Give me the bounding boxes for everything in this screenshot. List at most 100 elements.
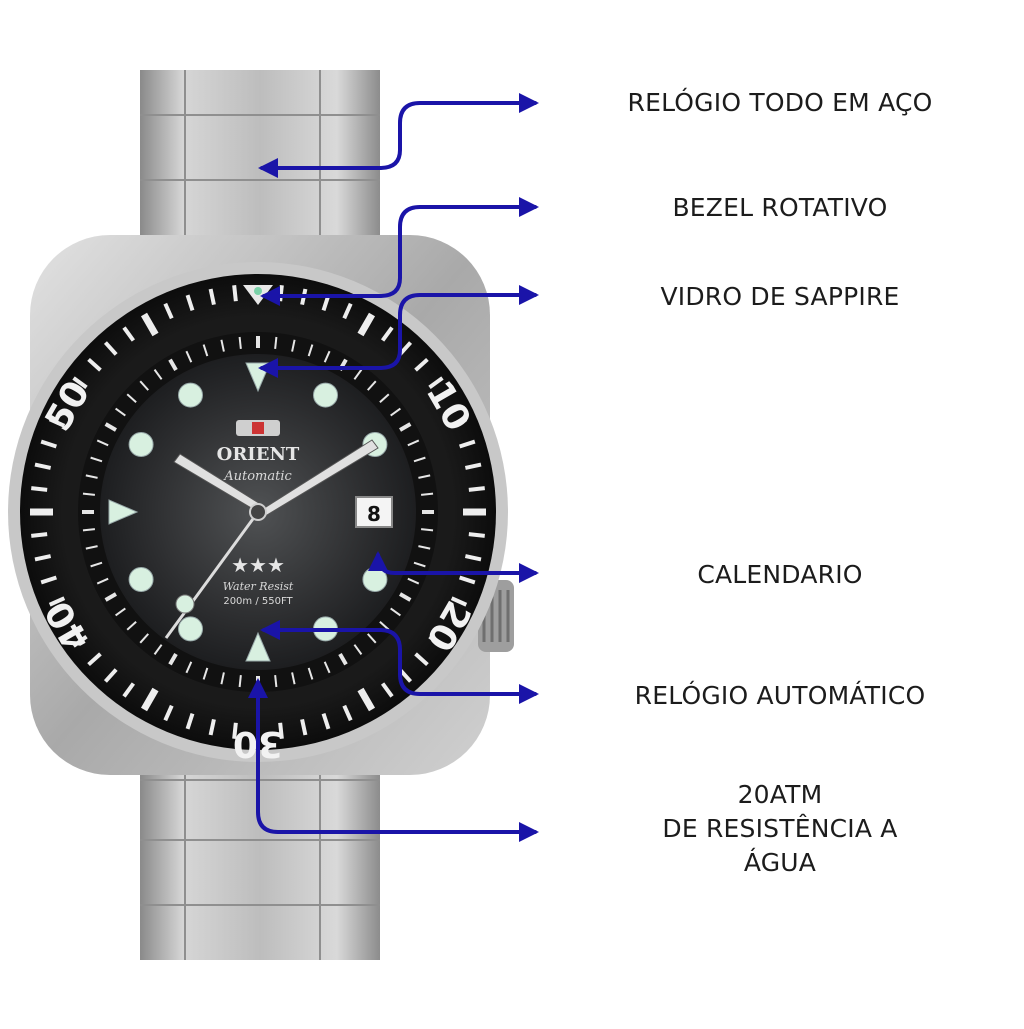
minute-tick [399, 592, 412, 602]
bezel-tick [103, 341, 118, 356]
dial-depth-rating: 200m / 550FT [223, 596, 293, 607]
label-water-resistance: 20ATM DE RESISTÊNCIA A ÁGUA [590, 778, 970, 880]
bezel-tick [40, 439, 57, 449]
minute-tick [185, 350, 193, 363]
minute-tick [390, 607, 401, 617]
minute-tick [185, 661, 193, 674]
minute-tick [168, 653, 178, 666]
bezel-tick [48, 596, 66, 607]
minute-tick [90, 456, 103, 463]
label-all-steel: RELÓGIO TODO EM AÇO [627, 88, 933, 117]
bezel-tick [459, 439, 476, 449]
bezel-tick [31, 532, 48, 538]
minute-tick [126, 620, 137, 631]
annotation-arrows [248, 93, 539, 842]
minute-tick [90, 561, 103, 568]
arrow-water-resistance [248, 678, 539, 842]
bezel-tick [72, 376, 88, 390]
minute-tick [420, 492, 434, 496]
arrow-glass [258, 285, 539, 378]
arrow-steel [258, 93, 539, 178]
minute-tick [115, 407, 126, 417]
minute-tick [220, 339, 225, 352]
minute-tick [115, 607, 126, 617]
hour-marker [128, 567, 154, 592]
bezel-tick [122, 326, 136, 342]
bezel-tick [163, 302, 174, 320]
minute-tick [153, 369, 163, 380]
minute-tick [420, 528, 434, 532]
minute-tick [104, 592, 117, 602]
bezel-tick [40, 575, 57, 585]
label-rotating-bezel: BEZEL ROTATIVO [672, 193, 888, 222]
hour-marker [178, 382, 203, 408]
minute-tick [96, 439, 109, 447]
bezel-tick [140, 687, 159, 712]
minute-tick [139, 633, 150, 644]
minute-tick [220, 672, 225, 685]
minute-tick [407, 439, 420, 447]
minute-tick [85, 545, 98, 550]
label-sapphire-glass: VIDRO DE SAPPIRE [660, 282, 900, 311]
bezel-tick [185, 294, 195, 311]
bezel-tick [468, 486, 485, 492]
hour-marker [128, 432, 154, 457]
dial-water-resist: Water Resist [223, 580, 294, 593]
bezel-tick [185, 713, 195, 730]
minute-tick [274, 674, 278, 688]
bezel-tick [122, 682, 136, 698]
label-automatic: RELÓGIO AUTOMÁTICO [634, 681, 926, 710]
minute-tick [379, 393, 390, 404]
bezel-tick [87, 357, 102, 372]
label-calendar: CALENDARIO [697, 560, 863, 589]
bezel-tick [103, 668, 118, 683]
minute-tick [274, 336, 278, 350]
arrow-calendar [368, 551, 539, 583]
minute-tick [238, 674, 242, 688]
bezel-tick [468, 532, 485, 538]
bezel-tick [428, 376, 444, 390]
watch-dial: 8 ORIENT Automatic ★★★ Water Resist 200m… [78, 332, 438, 692]
bezel-tick [450, 417, 468, 428]
bezel-tick [72, 634, 88, 648]
bezel-tick [87, 652, 102, 667]
model-script: Automatic [223, 469, 292, 484]
bezel-tick [232, 285, 238, 302]
date-value: 8 [367, 502, 381, 526]
minute-tick [418, 545, 431, 550]
minute-tick [168, 358, 178, 371]
minute-tick [104, 422, 117, 432]
bezel-tick [464, 462, 482, 470]
minute-tick [96, 577, 109, 585]
bezel-tick [163, 704, 174, 722]
minute-tick [413, 456, 426, 463]
bezel-tick [232, 722, 238, 739]
bezel-tick [208, 718, 216, 736]
orient-logo [236, 420, 280, 436]
stars-icon: ★★★ [231, 553, 285, 577]
minute-tick [390, 407, 401, 417]
minute-tick [202, 344, 209, 357]
bezel-tick [278, 285, 284, 302]
minute-tick [399, 422, 412, 432]
minute-tick [153, 644, 163, 655]
bezel-tick [31, 486, 48, 492]
watch-hands [164, 439, 379, 639]
bezel-tick [208, 288, 216, 306]
bezel-tick [450, 596, 468, 607]
bezel-tick [48, 417, 66, 428]
minute-tick [366, 380, 377, 391]
minute-tick [82, 528, 96, 532]
minute-tick [139, 380, 150, 391]
label-water-line2: DE RESISTÊNCIA A [662, 814, 898, 843]
minute-tick [126, 393, 137, 404]
bezel-tick [34, 554, 52, 562]
bezel-tick [140, 312, 159, 337]
brand-name: ORIENT [217, 444, 300, 465]
label-water-line3: ÁGUA [743, 848, 817, 877]
hour-marker [178, 616, 203, 642]
date-window [355, 496, 393, 528]
hour-marker [313, 382, 338, 408]
